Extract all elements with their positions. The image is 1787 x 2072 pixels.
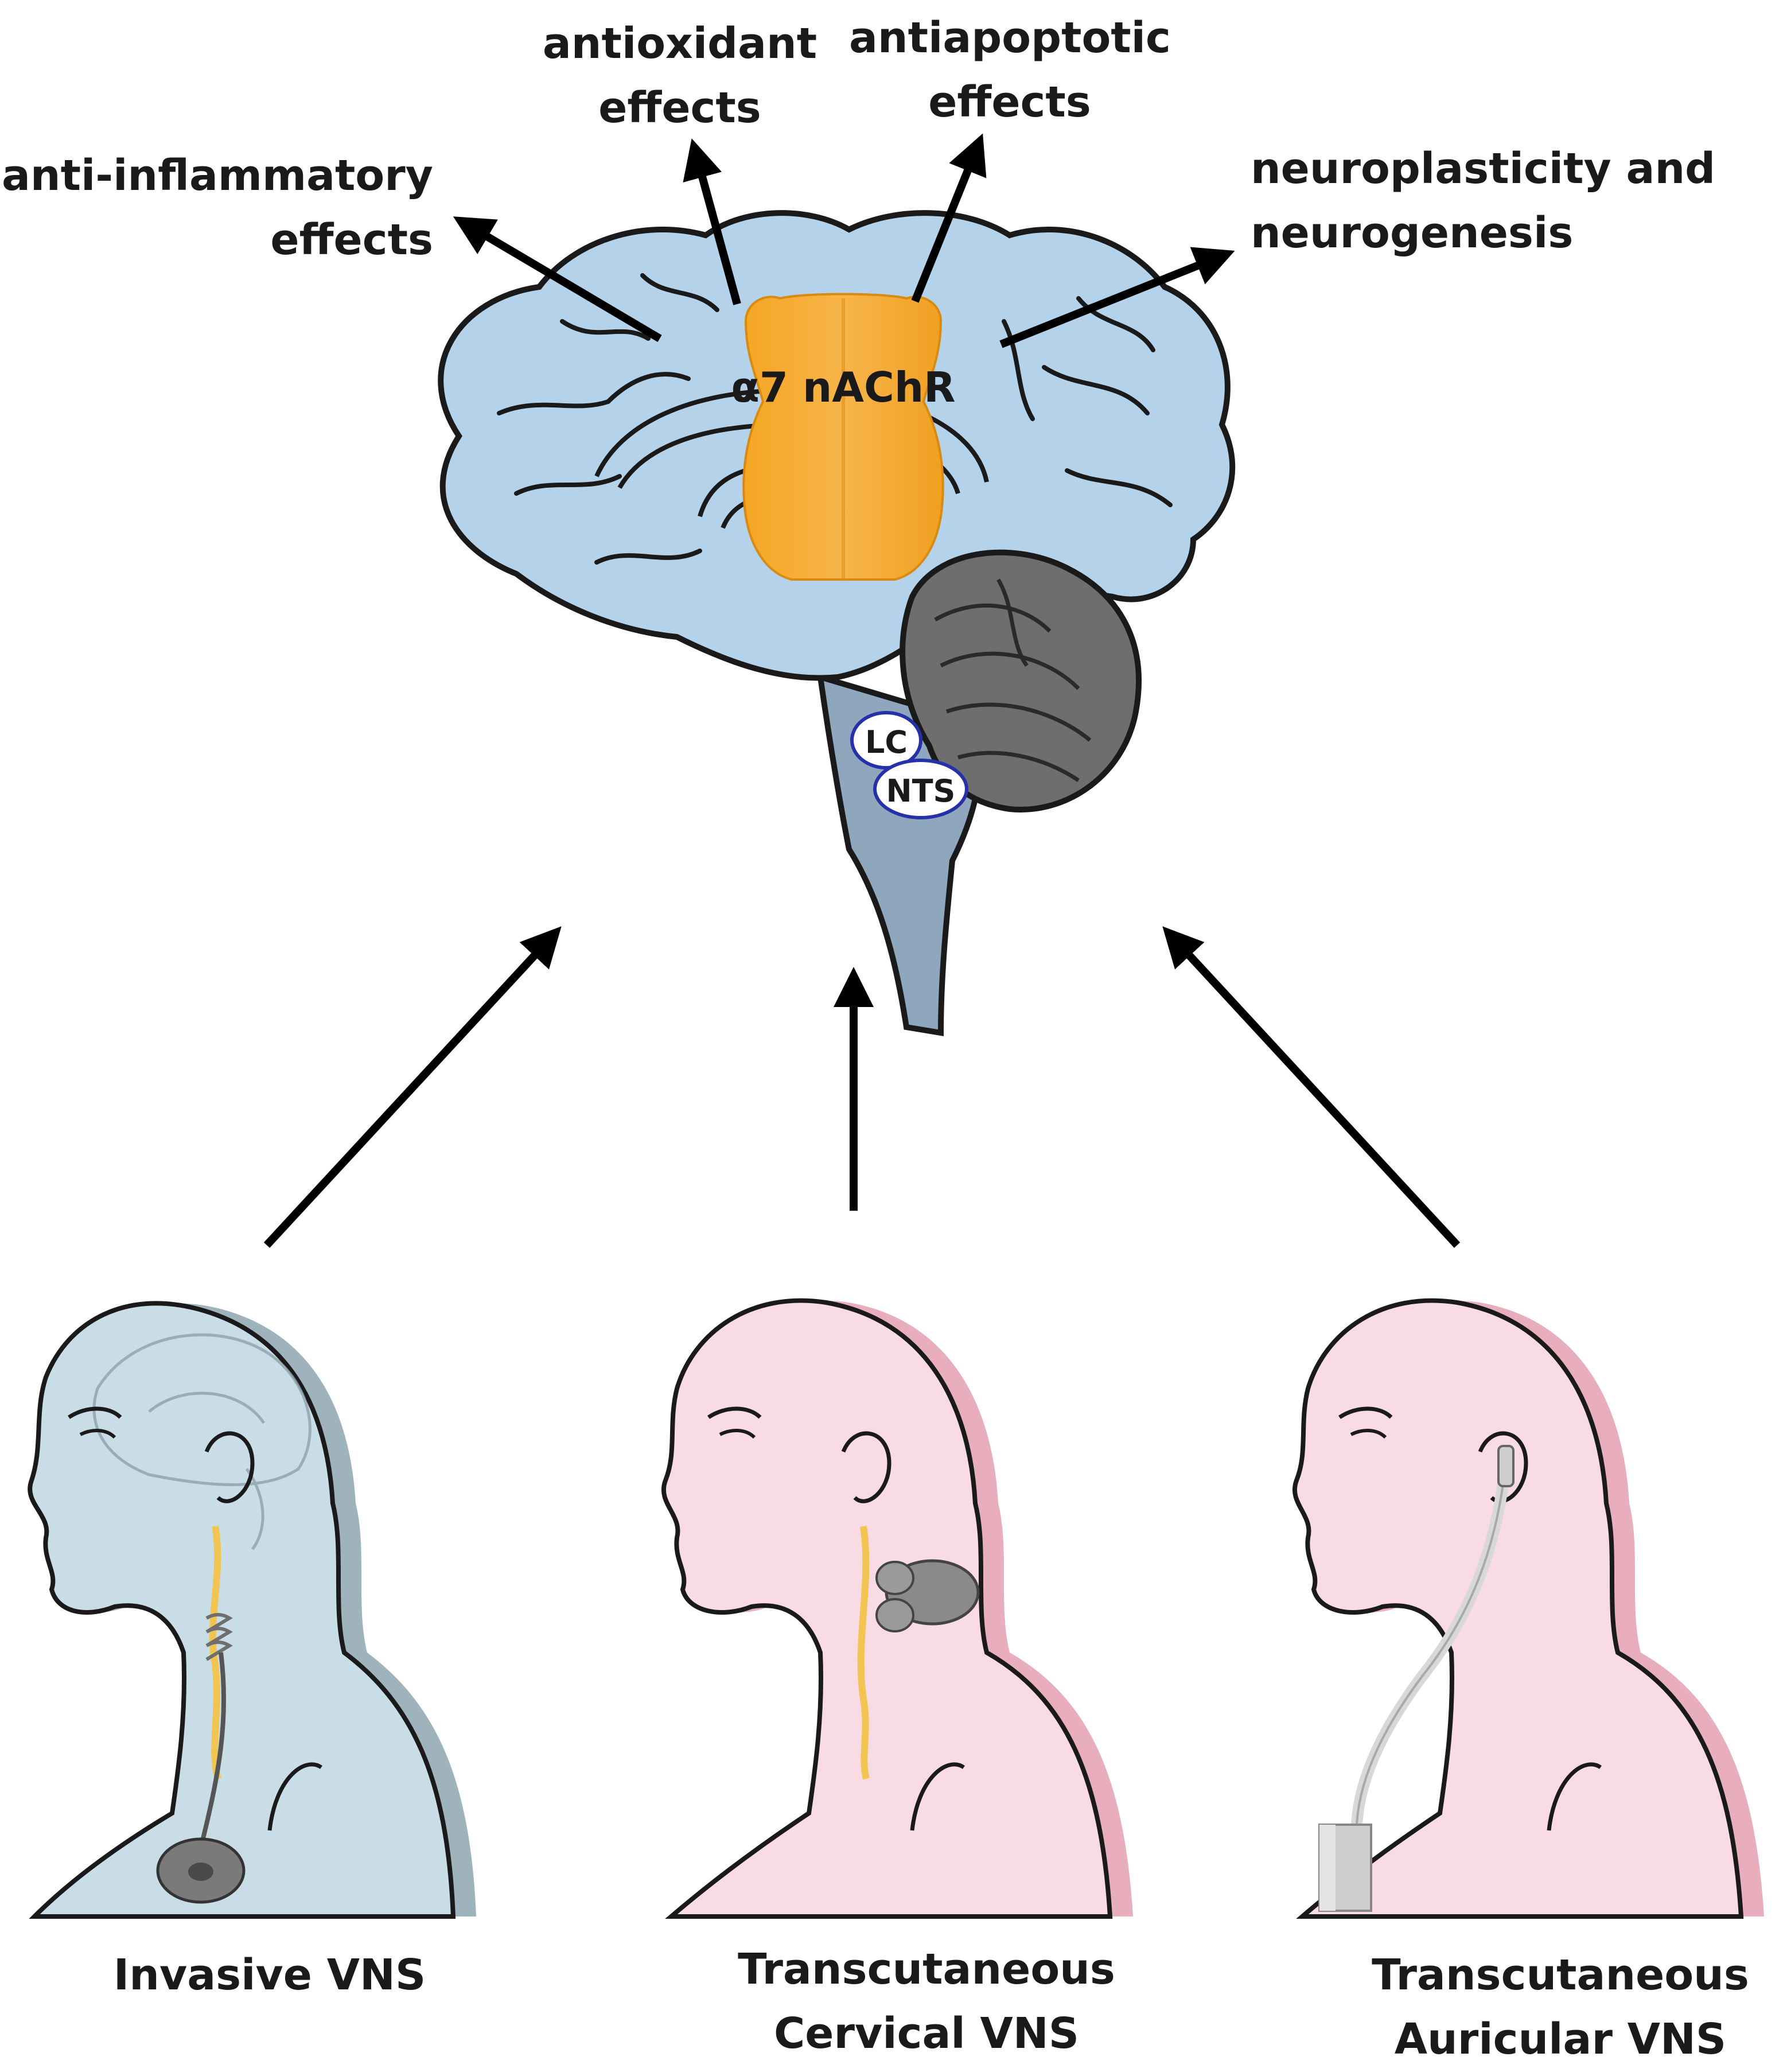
effect-arrows (453, 133, 1235, 348)
head-cervical (661, 1298, 1133, 1919)
arrow-anti-inflammatory (453, 216, 662, 343)
arrow-antioxidant (683, 138, 741, 305)
label-invasive-vns: Invasive VNS (113, 1950, 426, 2000)
lc-nucleus: LC (850, 711, 922, 769)
receptor-label: α7 nAChR (731, 363, 955, 411)
cerebellum (900, 549, 1142, 813)
label-cervical-vns: Transcutaneous Cervical VNS (738, 1945, 1115, 2058)
brain-gyri (497, 273, 1173, 565)
arrow-from-invasive (263, 926, 562, 1248)
arrow-from-auricular (1162, 926, 1461, 1248)
label-auricular-vns: Transcutaneous Auricular VNS (1372, 1950, 1749, 2064)
nts-label: NTS (886, 773, 956, 809)
cervical-stimulator-device (875, 1559, 980, 1632)
input-arrows (263, 926, 1461, 1248)
arrow-neuroplasticity (999, 247, 1235, 348)
label-anti-inflammatory: anti-inflammatory effects (2, 151, 433, 265)
lc-label: LC (865, 724, 908, 760)
label-antioxidant: antioxidant effects (542, 19, 817, 133)
arrow-antiapoptotic (911, 133, 987, 303)
auricular-stimulator-device (1318, 1445, 1515, 1912)
nts-nucleus: NTS (873, 759, 968, 819)
head-invasive (28, 1301, 477, 1919)
label-neuroplasticity: neuroplasticity and neurogenesis (1251, 144, 1716, 258)
head-auricular (1292, 1298, 1764, 1919)
label-antiapoptotic: antiapoptotic effects (849, 13, 1171, 127)
brain-illustration: α7 nAChR LC NTS (438, 210, 1236, 1036)
